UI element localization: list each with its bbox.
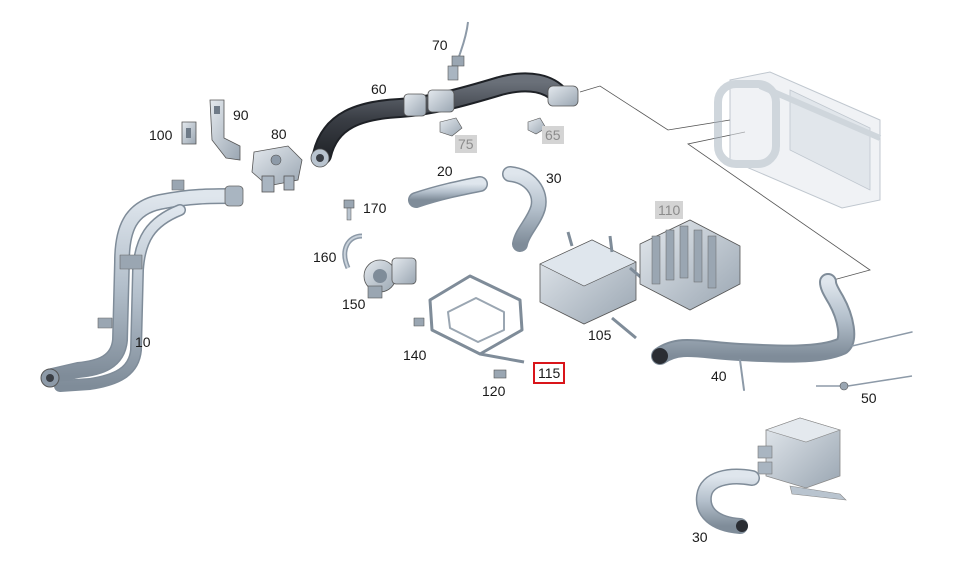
- part-160-clamp[interactable]: [342, 233, 363, 270]
- part-20-hose[interactable]: [408, 176, 488, 208]
- part-170-bolt[interactable]: [343, 199, 355, 221]
- part-100-bracket[interactable]: [181, 121, 197, 145]
- callout-170[interactable]: 170: [363, 200, 387, 216]
- part-75-fitting[interactable]: [439, 117, 463, 137]
- part-65-fitting[interactable]: [527, 117, 547, 135]
- callout-100[interactable]: 100: [149, 127, 173, 143]
- part-80-valve[interactable]: [251, 145, 303, 193]
- callout-80[interactable]: 80: [271, 126, 287, 142]
- part-10-hose[interactable]: [40, 179, 244, 392]
- callout-30-lower[interactable]: 30: [692, 529, 708, 545]
- callout-140[interactable]: 140: [403, 347, 427, 363]
- callout-160[interactable]: 160: [313, 249, 337, 265]
- part-50-sensor[interactable]: [816, 375, 913, 391]
- heater-core: [714, 71, 882, 209]
- callout-10[interactable]: 10: [135, 334, 151, 350]
- callout-30-upper[interactable]: 30: [546, 170, 562, 186]
- callout-150[interactable]: 150: [342, 296, 366, 312]
- part-60-hose[interactable]: [310, 72, 579, 168]
- callout-40[interactable]: 40: [711, 368, 727, 384]
- part-70-sensor[interactable]: [447, 21, 469, 81]
- part-90-bracket[interactable]: [209, 99, 241, 161]
- part-105-module[interactable]: [539, 231, 645, 340]
- part-40-hose[interactable]: [651, 273, 913, 391]
- callout-120[interactable]: 120: [482, 383, 506, 399]
- callout-110[interactable]: 110: [655, 201, 684, 219]
- callout-115-selected[interactable]: 115: [533, 362, 566, 384]
- part-30-hose-upper[interactable]: [502, 166, 547, 252]
- callout-75[interactable]: 75: [455, 135, 477, 153]
- callout-60[interactable]: 60: [371, 81, 387, 97]
- callout-65[interactable]: 65: [542, 126, 564, 144]
- part-120-bolt[interactable]: [493, 369, 507, 379]
- callout-90[interactable]: 90: [233, 107, 249, 123]
- callout-105[interactable]: 105: [588, 327, 612, 343]
- heat-exchanger: [757, 417, 847, 501]
- part-140-bracket[interactable]: [413, 274, 525, 364]
- callout-50[interactable]: 50: [861, 390, 877, 406]
- part-110-heater[interactable]: [639, 219, 741, 311]
- part-30-hose-lower[interactable]: [695, 468, 760, 534]
- callout-70[interactable]: 70: [432, 37, 448, 53]
- part-150-pump[interactable]: [363, 257, 417, 299]
- callout-20[interactable]: 20: [437, 163, 453, 179]
